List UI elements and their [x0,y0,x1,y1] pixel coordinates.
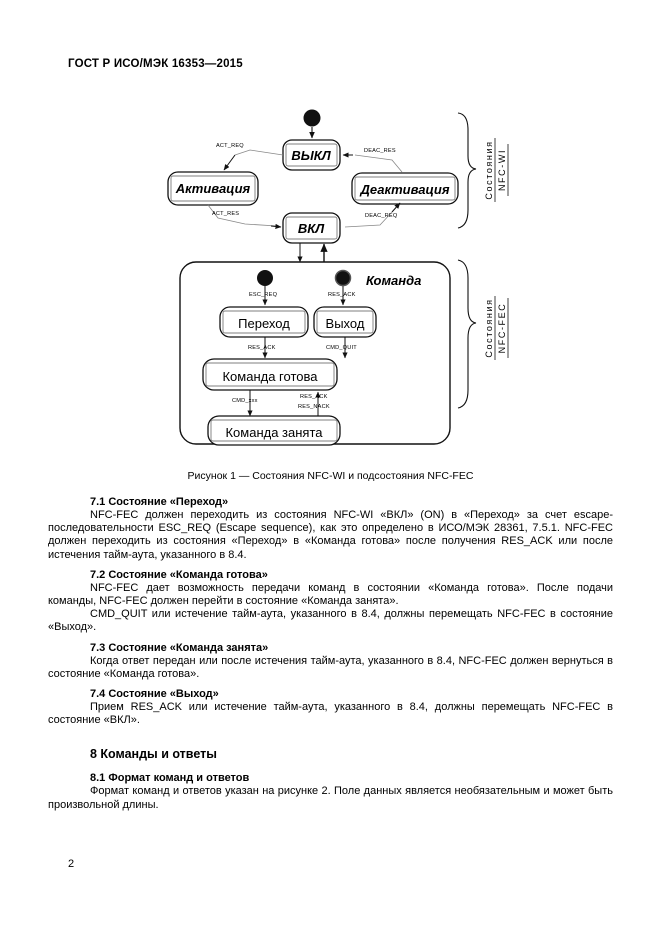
signal-cmd-xxx: CMD_xxx [232,398,258,404]
signal-act-req: ACT_REQ [216,143,244,149]
state-transition: Переход [219,306,309,338]
section-8-1-paragraph-1: Формат команд и ответов указан на рисунк… [48,785,613,811]
signal-deac-req: DEAC_REQ [365,213,398,219]
state-exit-label: Выход [326,316,365,331]
section-8-1-heading: 8.1 Формат команд и ответов [90,772,250,785]
signal-esc-req: ESC_REQ [249,292,278,298]
state-on-label: ВКЛ [298,221,325,236]
state-on: ВКЛ [282,212,341,244]
state-off: ВЫКЛ [282,139,341,171]
state-deactivation-label: Деактивация [359,182,449,197]
figure-state-diagram: ВЫКЛ Активация Деактивация ВКЛ [140,100,540,460]
section-7-2: 7.2 Состояние «Команда готова» NFC-FEC д… [48,569,613,635]
state-off-label: ВЫКЛ [291,148,331,163]
section-7-4-paragraph-1: Прием RES_ACK или истечение тайм-аута, у… [48,701,613,727]
brace-lower-label-2: NFC-FEC [497,303,507,354]
composite-state-command-label: Команда [366,273,421,288]
section-7-1-paragraph-1: NFC-FEC должен переходить из состояния N… [48,509,613,561]
initial-node-exit [334,269,352,287]
signal-res-ack-exit: RES_ACK [328,292,356,298]
state-command-ready-label: Команда готова [222,369,318,384]
section-7-2-heading: 7.2 Состояние «Команда готова» [90,568,268,581]
state-transition-label: Переход [238,316,290,331]
signal-res-ack-transition: RES_ACK [248,345,276,351]
section-7-3-heading: 7.3 Состояние «Команда занята» [90,641,269,654]
initial-node-transition [257,270,273,286]
initial-node-upper [303,109,321,127]
section-7-1: 7.1 Состояние «Переход» NFC-FEC должен п… [48,496,613,562]
signal-res-ack-busy: RES_ACK [300,394,328,400]
brace-upper-label-1: Состояния [484,140,494,199]
signal-res-nack: RES_NACK [298,404,330,410]
section-7-2-paragraph-1: NFC-FEC дает возможность передачи команд… [48,581,613,608]
signal-act-res: ACT_RES [212,211,239,217]
section-7-3-paragraph-1: Когда ответ передан или после истечения … [48,654,613,680]
section-7-4-heading: 7.4 Состояние «Выход» [90,688,219,701]
brace-lower-label-1: Состояния [484,298,494,357]
figure-caption: Рисунок 1 — Состояния NFC-WI и подсостоя… [187,470,474,482]
state-command-busy-label: Команда занята [225,425,323,440]
section-7-3: 7.3 Состояние «Команда занята» Когда отв… [48,642,613,681]
section-7-1-heading: 7.1 Состояние «Переход» [90,496,229,508]
brace-lower [457,259,477,409]
section-7-4: 7.4 Состояние «Выход» Прием RES_ACK или … [48,688,613,727]
state-deactivation: Деактивация [351,172,459,205]
section-8-heading: 8 Команды и ответы [90,747,217,762]
state-activation-label: Активация [175,181,251,196]
signal-cmd-quit: CMD_QUIT [326,345,357,351]
state-activation: Активация [167,171,259,206]
state-command-ready: Команда готова [202,358,338,391]
state-exit: Выход [313,306,377,338]
document-header: ГОСТ Р ИСО/МЭК 16353—2015 [68,58,243,70]
document-body: 7.1 Состояние «Переход» NFC-FEC должен п… [48,496,613,812]
page-number: 2 [68,858,75,870]
brace-upper [457,112,477,229]
section-8: 8 Команды и ответы 8.1 Формат команд и о… [48,747,613,811]
state-command-busy: Команда занята [207,415,341,446]
section-7-2-paragraph-2: CMD_QUIT или истечение тайм-аута, указан… [48,608,613,634]
signal-deac-res: DEAC_RES [364,148,396,154]
brace-upper-label-2: NFC-WI [497,149,507,191]
